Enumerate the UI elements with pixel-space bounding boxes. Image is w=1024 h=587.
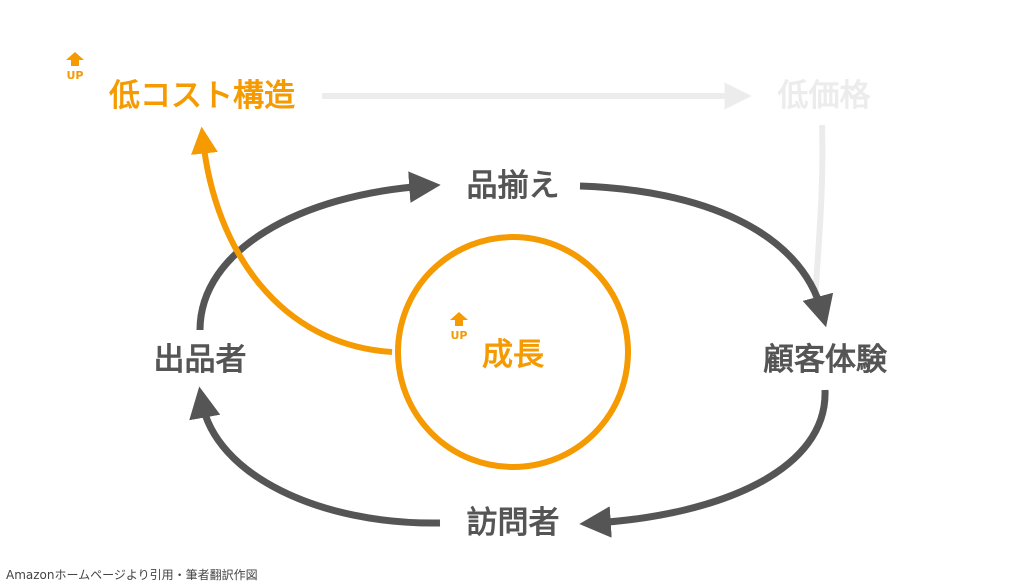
svg-text:UP: UP <box>67 69 84 82</box>
arrow-experience-to-visitors <box>579 389 829 538</box>
arrow-growth-to-lowcost <box>191 126 393 355</box>
up-arrow-icon: UP <box>66 52 84 82</box>
node-growth: 成長 <box>482 337 545 373</box>
growth-circle <box>395 234 631 470</box>
arrow-selection-to-experience <box>579 182 834 328</box>
node-sellers: 出品者 <box>154 342 247 378</box>
node-selection: 品揃え <box>467 168 560 204</box>
node-customer-experience: 顧客体験 <box>763 342 888 378</box>
svg-text:UP: UP <box>451 329 468 342</box>
up-arrow-icon: UP <box>450 312 468 342</box>
arrow-lowprice-to-experience <box>812 124 826 301</box>
node-low-price: 低価格 <box>777 78 872 114</box>
node-visitors: 訪問者 <box>467 505 560 541</box>
arrow-sellers-to-selection <box>196 171 441 331</box>
arrow-visitors-to-sellers <box>189 386 441 527</box>
node-low-cost: 低コスト構造 <box>108 78 295 114</box>
source-caption: Amazonホームページより引用・筆者翻訳作図 <box>6 568 258 582</box>
